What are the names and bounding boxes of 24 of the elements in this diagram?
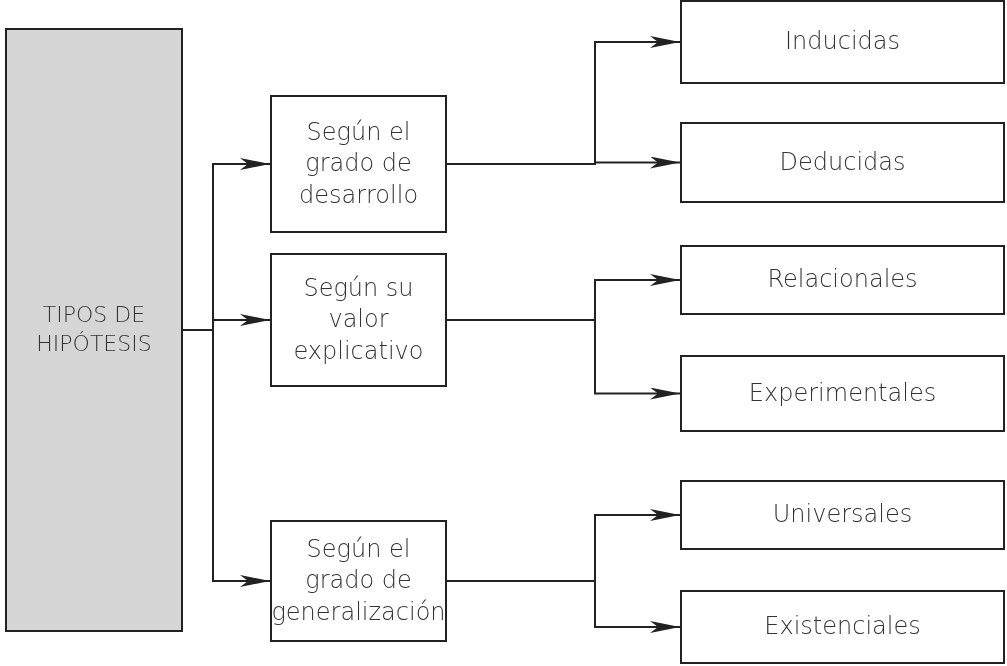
node-label: Experimentales bbox=[748, 377, 937, 409]
node-label: Existenciales bbox=[764, 611, 921, 643]
node-label: Universales bbox=[772, 499, 913, 531]
arrow bbox=[446, 156, 681, 169]
node-label: Según su valor explicativo bbox=[292, 273, 425, 367]
process-box bbox=[680, 480, 1005, 550]
process-box bbox=[680, 245, 1005, 315]
node-label: Inducidas bbox=[784, 26, 900, 58]
process-box bbox=[680, 122, 1005, 203]
process-box bbox=[270, 520, 447, 642]
node-label: TIPOS DE HIPÓTESIS bbox=[36, 301, 152, 358]
process-box bbox=[680, 0, 1005, 84]
arrow bbox=[182, 329, 271, 587]
process-box bbox=[270, 253, 447, 387]
node-label: Relacionales bbox=[767, 264, 918, 296]
process-box bbox=[270, 95, 447, 233]
category-box bbox=[5, 28, 183, 632]
node-label: Según el grado de desarrollo bbox=[297, 117, 420, 211]
arrow bbox=[446, 580, 681, 633]
process-box bbox=[680, 355, 1005, 432]
node-label: Según el grado de generalización bbox=[271, 534, 446, 628]
node-label: Deducidas bbox=[779, 146, 906, 178]
process-box bbox=[680, 590, 1005, 664]
arrow bbox=[446, 319, 681, 400]
